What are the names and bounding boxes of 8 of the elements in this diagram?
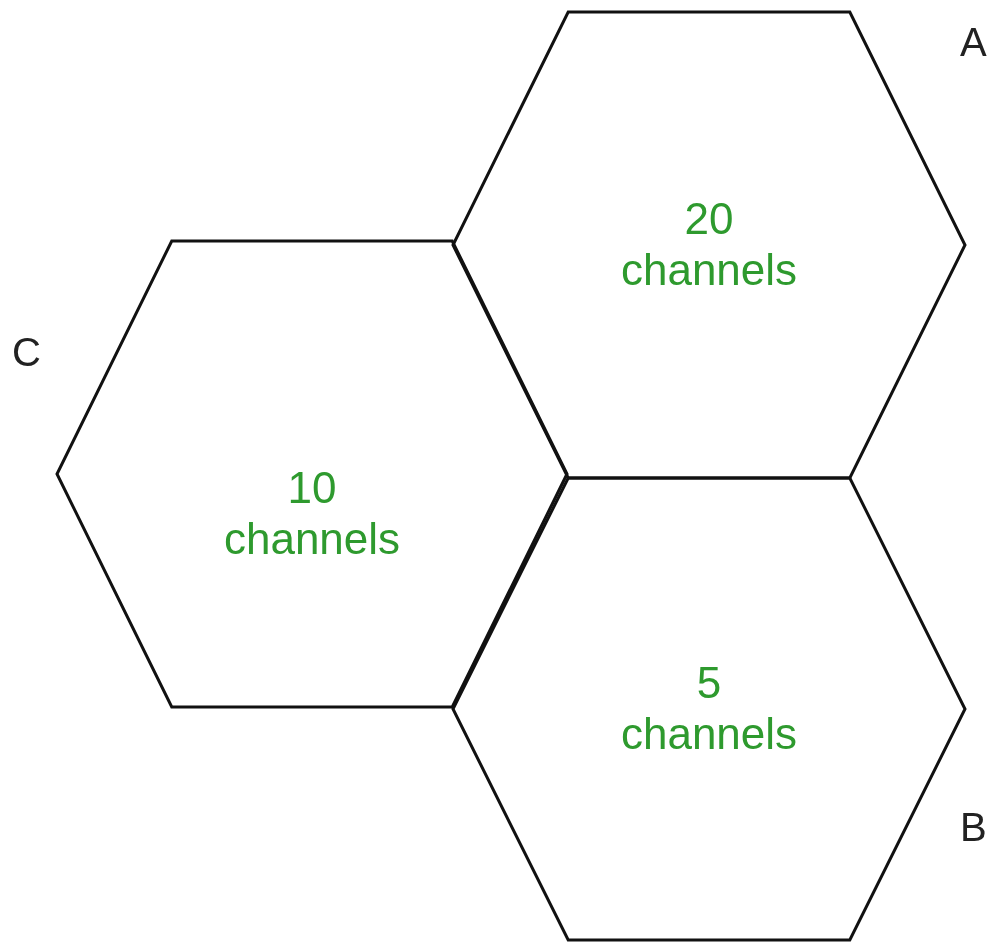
cell-text: 5 channels: [620, 658, 798, 760]
cell-label: B: [960, 805, 987, 850]
cell-text: 10 channels: [223, 463, 401, 565]
hexagon-cell: [57, 241, 567, 707]
cell-label: A: [960, 20, 987, 65]
cell-text: 20 channels: [620, 194, 798, 296]
hexagon-cell: [453, 478, 965, 940]
cell-label: C: [12, 330, 41, 375]
